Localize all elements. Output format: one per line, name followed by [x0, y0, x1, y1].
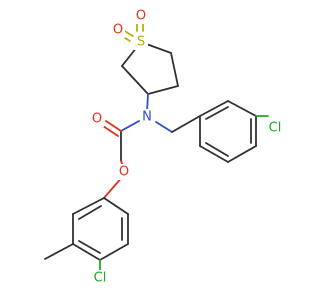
bond-carbonyl-o-b [102, 125, 119, 137]
nitrogen-label: N [142, 110, 152, 125]
chemical-structure-canvas: S O O N O O Cl Cl [44, 8, 282, 286]
sulfur-label: S [137, 35, 145, 50]
bond-benzyl-ring-inner-1 [205, 106, 229, 120]
bond-ring-c5-c1 [147, 85, 179, 95]
bond-n-benzyl-ch2 [155, 121, 173, 133]
bond-aryl-ring-inner-1 [78, 205, 102, 220]
bond-benzyl-ring-b [227, 100, 257, 117]
bond-ch2-benzyl-ring [171, 115, 201, 133]
bond-benzyl-ring-inner-3 [205, 142, 229, 157]
bond-aryl-ring-c [72, 243, 101, 261]
bond-carbonyl-o-a [105, 120, 122, 132]
bond-aryl-ring-inner-2 [78, 240, 101, 254]
bond-benzyl-ring-e [199, 145, 229, 163]
molecule-diagram: S O O N O O Cl Cl [44, 8, 282, 286]
bond-aryl-ring-a [72, 197, 105, 215]
bond-ring-c1-c2 [121, 65, 149, 95]
bond-aryl-ring-f [103, 197, 129, 215]
bond-ring-c4-c5 [170, 52, 179, 87]
sulfone-oxygen-label-2: O [136, 9, 146, 24]
bond-benzyl-ring-a [199, 100, 229, 117]
bond-n-carbonyl [120, 120, 140, 132]
sulfone-oxygen-label-1: O [113, 23, 123, 38]
ether-oxygen-label: O [119, 165, 129, 180]
carbonyl-oxygen-label: O [92, 112, 102, 127]
benzyl-chlorine-label: Cl [269, 121, 282, 136]
bond-aryl-ring-d [99, 243, 129, 261]
bond-methyl [44, 243, 74, 260]
bond-benzyl-ring-d [227, 145, 257, 163]
aryl-chlorine-label: Cl [94, 271, 107, 286]
